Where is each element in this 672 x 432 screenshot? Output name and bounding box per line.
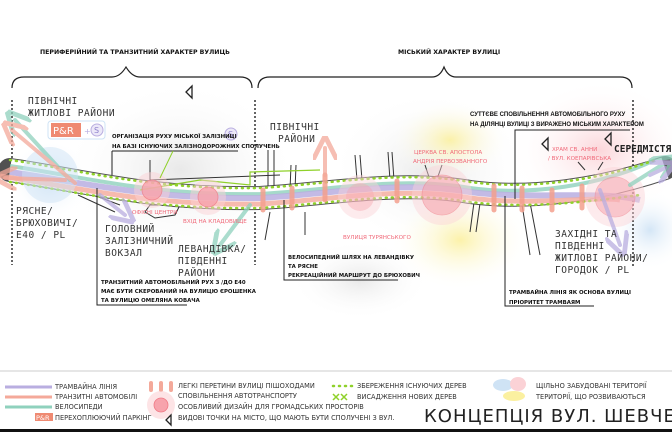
park-and-ride-badge: P&R + S [47,120,106,140]
legend-design: ОСОБЛИВИЙ ДИЗАЙН ДЛЯ ГРОМАДСЬКИХ ПРОСТОР… [178,402,364,411]
district-center: СЕРЕДМІСТЯ [614,144,671,155]
bike-line [9,158,656,197]
place-cemetery: ВХІД НА КЛАДОВИЩЕ [183,219,247,225]
legend: ТРАМВАЙНА ЛІНІЯ ТРАНЗИТНІ АВТОМОБІЛІ ВЕЛ… [5,377,647,427]
legend-cars: ТРАНЗИТНІ АВТОМОБІЛІ [54,393,137,401]
svg-text:+: + [84,127,91,136]
car-line [0,173,621,207]
main-street [0,156,672,211]
svg-text:P&R: P&R [36,414,50,422]
legend-bikes: ВЕЛОСИПЕДИ [55,403,103,411]
svg-text:S: S [228,130,233,139]
svg-text:ТРАНЗИТНИЙ АВТОМОБІЛЬНИЙ РУХ З: ТРАНЗИТНИЙ АВТОМОБІЛЬНИЙ РУХ З /ДО E40МА… [101,278,257,304]
page-title: КОНЦЕПЦІЯ ВУЛ. ШЕВЧЕНКА [424,406,672,427]
note-slowdown: СУТТЄВЕ СПОВІЛЬНЕННЯ АВТОМОБІЛЬНОГО РУХУ… [470,112,644,199]
legend-views: ВИДОВІ ТОЧКИ НА МІСТО, ЩО МАЮТЬ БУТИ СПО… [178,414,394,422]
svg-text:S: S [94,126,99,135]
direction-arrows [5,120,665,245]
section-braces [11,65,633,89]
tram-line [9,169,641,203]
bottom-bar [0,429,672,432]
legend-crossings: ЛЕГКІ ПЕРЕТИНИ ВУЛИЦІ ПІШОХОДАМИ [178,382,315,390]
pedestrian-crossings [260,172,585,213]
legend-dense: ЩІЛЬНО ЗАБУДОВАНІ ТЕРИТОРІЇ [536,381,647,390]
legend-parking: ПЕРЕХОПЛЮЮЧИЙ ПАРКІНГ [55,413,152,422]
place-offices: ОФІСНІ ЦЕНТРИ [132,210,177,216]
legend-tram: ТРАМВАЙНА ЛІНІЯ [54,382,117,391]
legend-developing: ТЕРИТОРІЇ, ЩО РОЗВИВАЮТЬСЯ [535,392,646,401]
place-anna: ХРАМ СВ. АННИ/ ВУЛ. КОЕПАРІВСЬКА [548,147,611,162]
legend-keep-trees: ЗБЕРЕЖЕННЯ ІСНУЮЧИХ ДЕРЕВ [357,382,467,390]
legend-new-trees: ВИСАДЖЕННЯ НОВИХ ДЕРЕВ [357,393,457,401]
svg-text:P&R: P&R [53,126,74,137]
viewpoint-icons [185,84,612,152]
district-ryasne: РЯСНЕ/БРЮХОВИЧІ/E40 / PL [16,206,78,241]
svg-text:ТРАМВАЙНА ЛІНІЯ ЯК ОСНОВА ВУЛИ: ТРАМВАЙНА ЛІНІЯ ЯК ОСНОВА ВУЛИЦІПРІОРИТЕ… [509,288,631,306]
section-label-urban: МІСЬКИЙ ХАРАКТЕР ВУЛИЦІ [398,47,500,56]
place-turyanskoho: ВУЛИЦЯ ТУРЯНСЬКОГО [343,235,411,241]
rail-s-icon: S [224,127,238,141]
legend-slow: СПОВІЛЬНЕННЯ АВТОТРАНСПОРТУ [178,392,297,400]
section-label-periphery: ПЕРИФЕРІЙНИЙ ТА ТРАНЗИТНИЙ ХАРАКТЕР ВУЛИ… [40,47,230,56]
svg-text:СУТТЄВЕ СПОВІЛЬНЕННЯ АВТОМОБІЛ: СУТТЄВЕ СПОВІЛЬНЕННЯ АВТОМОБІЛЬНОГО РУХУ… [470,112,644,128]
